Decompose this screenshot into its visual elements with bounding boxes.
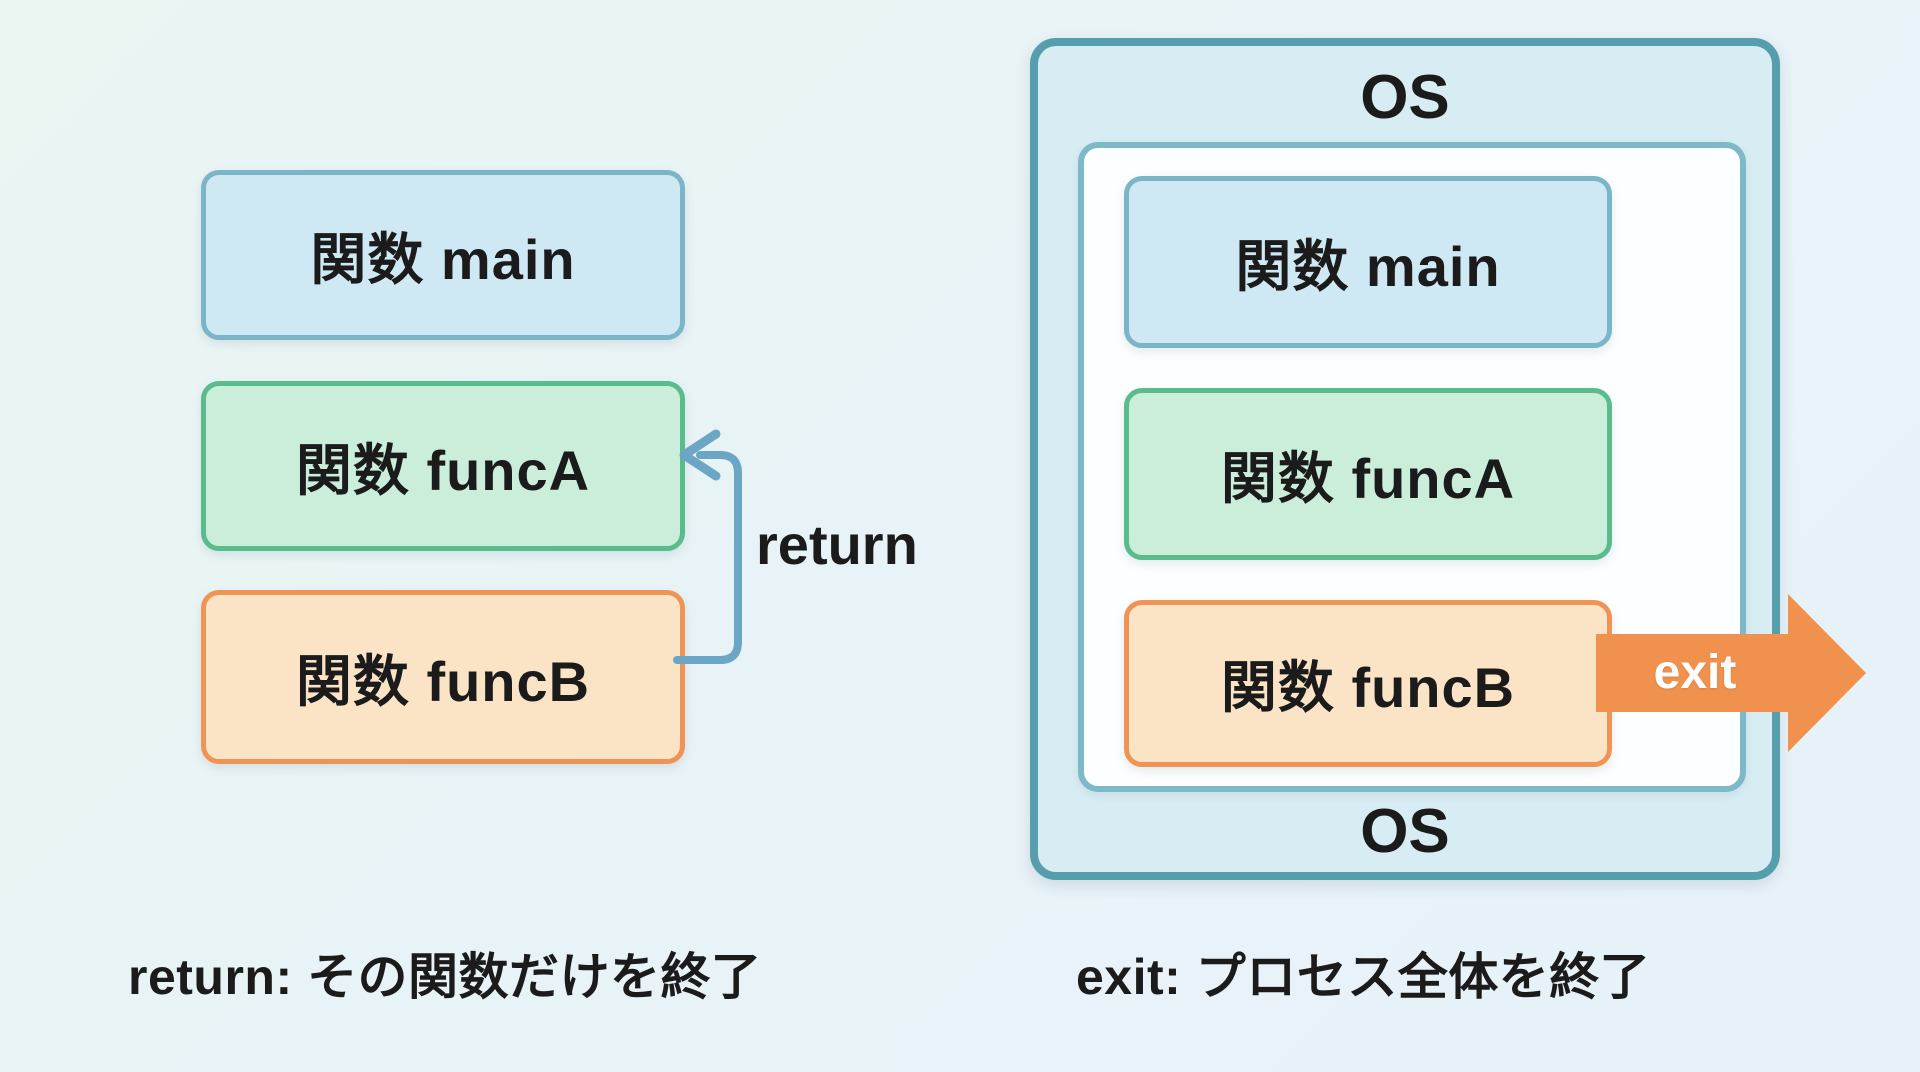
right-box-main: 関数 main <box>1124 176 1612 348</box>
right-box-funca: 関数 funcA <box>1124 388 1612 560</box>
return-arrow-label: return <box>756 513 918 576</box>
left-box-main: 関数 main <box>201 170 685 340</box>
left-box-funcb-label: 関数 funcB <box>295 649 591 713</box>
left-caption: return: その関数だけを終了 <box>128 949 762 1005</box>
right-box-funcb: 関数 funcB <box>1124 600 1612 767</box>
left-box-main-label: 関数 main <box>310 227 576 291</box>
left-box-funca-label: 関数 funcA <box>295 438 591 502</box>
right-box-funcb-label: 関数 funcB <box>1220 656 1516 719</box>
os-label-top: OS <box>1360 63 1450 132</box>
left-box-funcb: 関数 funcB <box>201 590 685 764</box>
left-box-funca: 関数 funcA <box>201 381 685 551</box>
right-box-main-label: 関数 main <box>1235 234 1501 298</box>
os-label-bottom: OS <box>1360 797 1450 866</box>
right-caption: exit: プロセス全体を終了 <box>1076 949 1651 1005</box>
return-arrow-icon <box>673 429 742 664</box>
right-box-funca-label: 関数 funcA <box>1220 446 1516 510</box>
exit-arrow-label: exit <box>1653 646 1737 699</box>
